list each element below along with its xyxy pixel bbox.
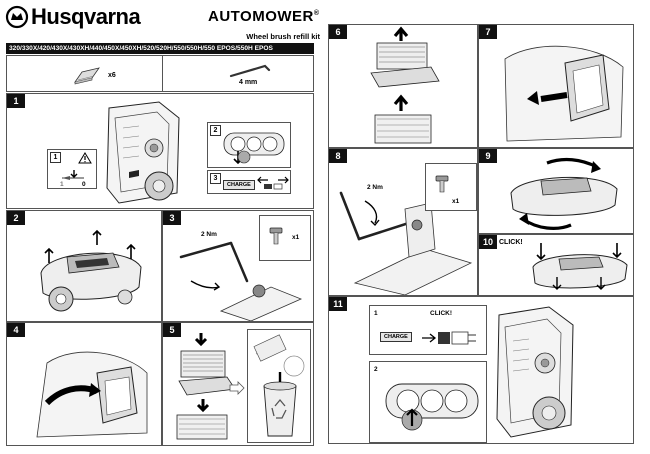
step-11-sub2-label: 2 — [374, 366, 378, 373]
recycle-bin-icon — [253, 334, 305, 437]
step-8-screw-callout: x1 — [425, 163, 477, 211]
step-5-panel: 5 — [162, 322, 314, 446]
husqvarna-logo: Husqvarna — [5, 4, 141, 30]
step-11-sub2-callout: 2 — [369, 361, 487, 443]
product-label: AUTOMOWER — [208, 8, 314, 25]
step-1-sub2-callout: 2 — [207, 122, 291, 168]
step-11-number: 11 — [329, 297, 347, 311]
step-11-panel: 11 1 CLICK! CHARGE 2 — [328, 296, 634, 444]
step-3-screw-callout: x1 — [259, 215, 311, 261]
step-8-quantity: x1 — [452, 198, 460, 205]
kit-title: Wheel brush refill kit — [246, 32, 320, 41]
step-10-click: CLICK! — [499, 239, 523, 246]
step-3-number: 3 — [163, 211, 181, 225]
step-1-sub2-badge: 2 — [210, 125, 221, 136]
step-1-sub3-badge: 3 — [210, 173, 221, 184]
mower-side-illustration — [496, 306, 574, 438]
step-7-panel: 7 — [478, 24, 634, 148]
step-9-number: 9 — [479, 149, 497, 163]
step-4-panel: 4 — [6, 322, 162, 446]
models-bar: 320/330X/420/430X/430XH/440/450X/450XH/5… — [6, 43, 314, 54]
step-10-panel: 10 CLICK! — [478, 234, 634, 296]
press-body-illustration — [532, 243, 628, 290]
step-5-number: 5 — [163, 323, 181, 337]
step-10-number: 10 — [479, 235, 497, 249]
brush-quantity: x6 — [108, 72, 116, 79]
step-4-number: 4 — [7, 323, 25, 337]
arrow-right-icon — [229, 381, 245, 395]
allen-key-icon — [229, 64, 271, 78]
step-8-number: 8 — [329, 149, 347, 163]
step-8-torque: 2 Nm — [367, 184, 383, 191]
parts-list: x6 4 mm — [6, 55, 314, 92]
recycle-callout — [247, 329, 311, 443]
step-1-number: 1 — [7, 94, 25, 108]
step-2-number: 2 — [7, 211, 25, 225]
step-11-sub1-callout: 1 CLICK! CHARGE — [369, 305, 487, 355]
screw-icon — [269, 227, 283, 245]
switch-off-label: 0 — [82, 181, 86, 188]
fit-brush-illustration — [504, 45, 624, 142]
replace-brush-illustration — [176, 333, 236, 440]
brush-refill-icon — [74, 67, 100, 85]
remove-brush-illustration — [36, 351, 148, 438]
step-8-panel: 8 2 Nm x1 — [328, 148, 478, 296]
step-3-quantity: x1 — [292, 234, 300, 241]
parts-divider — [162, 56, 163, 91]
step-1-panel: 1 1 1 0 2 — [6, 93, 314, 209]
step-11-charge-connector: CHARGE — [380, 332, 412, 342]
hatch-opening-illustration — [223, 132, 285, 165]
step-1-sub1-badge: 1 — [50, 152, 61, 163]
disconnect-arrows-icon — [257, 176, 289, 190]
step-6-number: 6 — [329, 25, 347, 39]
step-3-panel: 3 2 Nm x1 — [162, 210, 314, 322]
step-1-sub1-callout: 1 1 0 — [47, 149, 97, 189]
lower-body-illustration — [510, 157, 618, 230]
close-hatch-illustration — [385, 383, 479, 431]
brand-name: Husqvarna — [31, 4, 141, 29]
insert-brush-illustration — [370, 26, 440, 144]
unscrew-illustration — [179, 241, 303, 321]
mower-lift-body-illustration — [40, 229, 142, 312]
product-name: AUTOMOWER® — [208, 8, 320, 25]
tighten-illustration — [339, 191, 473, 295]
warning-icon — [78, 152, 92, 164]
crown-logo-icon — [5, 5, 29, 29]
step-6-panel: 6 — [328, 24, 478, 148]
power-switch-icon — [62, 170, 84, 180]
registered-mark: ® — [313, 10, 320, 17]
allen-key-size: 4 mm — [239, 79, 258, 86]
step-3-torque: 2 Nm — [201, 231, 217, 238]
step-9-panel: 9 — [478, 148, 634, 234]
step-2-panel: 2 — [6, 210, 162, 322]
step-1-charge-connector: CHARGE — [223, 180, 255, 190]
step-7-number: 7 — [479, 25, 497, 39]
step-1-sub3-callout: 3 CHARGE — [207, 170, 291, 194]
screw-icon — [435, 175, 449, 193]
switch-on-label: 1 — [60, 181, 64, 188]
step-11-sub1-label: 1 — [374, 310, 378, 317]
mower-side-illustration — [106, 101, 180, 204]
connect-arrow-icon — [422, 331, 476, 345]
step-11-click: CLICK! — [430, 310, 453, 317]
